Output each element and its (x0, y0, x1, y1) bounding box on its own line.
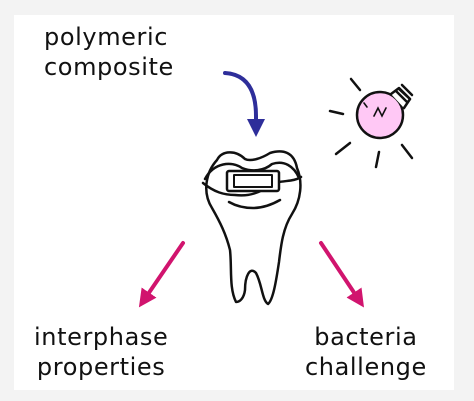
bacteria-label-line1: bacteria (305, 322, 427, 352)
interphase-label-line1: interphase (34, 322, 168, 352)
bacteria-label: bacteria challenge (305, 322, 427, 382)
bacteria-label-line2: challenge (305, 352, 427, 382)
composite-arrow (225, 73, 256, 128)
bacteria-arrow (321, 243, 359, 300)
composite-label-line2: composite (44, 52, 174, 82)
interphase-arrow (144, 243, 183, 300)
interphase-label-line2: properties (34, 352, 168, 382)
interphase-label: interphase properties (34, 322, 168, 382)
composite-label-line1: polymeric (44, 22, 174, 52)
light-bulb-icon (357, 85, 412, 138)
composite-label: polymeric composite (44, 22, 174, 82)
filling-icon (227, 171, 279, 191)
